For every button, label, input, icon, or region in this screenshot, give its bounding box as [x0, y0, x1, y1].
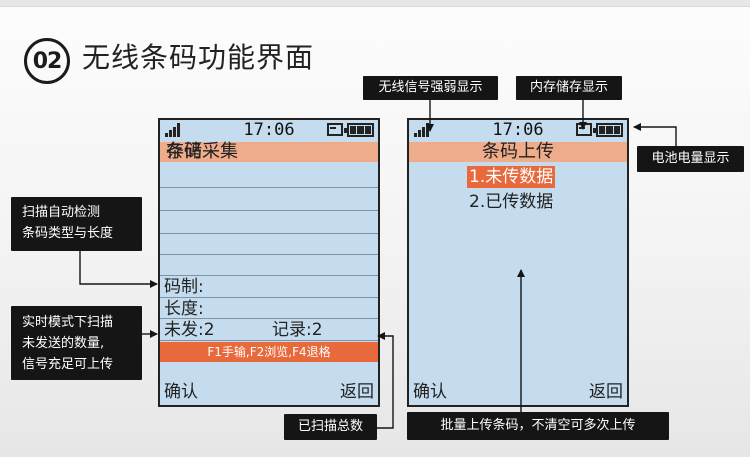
total-scanned-annotation: 已扫描总数 — [284, 414, 377, 440]
record-count: 记录:2 — [272, 320, 323, 340]
battery-annotation: 电池电量显示 — [637, 146, 744, 172]
list-divider — [160, 254, 378, 255]
list-divider — [160, 187, 378, 188]
barcode-upload-screen: 17:06 条码上传 1.未传数据 2.已传数据 确认 返回 — [407, 118, 629, 407]
barcode-length-field: 长度: — [164, 299, 204, 319]
screen-title: 条码采集 — [166, 141, 238, 162]
page-heading: 无线条码功能界面 — [82, 41, 315, 74]
battery-icon — [344, 123, 374, 137]
screen-title-bar: 条码上传 — [409, 142, 627, 162]
clock: 17:06 — [492, 120, 544, 140]
screen-title-mode: 存储 — [166, 141, 202, 162]
list-divider — [160, 275, 378, 276]
auto-detect-arrow — [79, 251, 158, 288]
back-softkey[interactable]: 返回 — [340, 382, 374, 402]
list-divider — [160, 233, 378, 234]
clock: 17:06 — [243, 120, 295, 140]
batch-upload-annotation: 批量上传条码，不清空可多次上传 — [407, 412, 669, 440]
battery-icon — [593, 123, 623, 137]
list-divider — [160, 210, 378, 211]
screen-title-bar: 存储 条码采集 — [160, 142, 378, 162]
back-softkey[interactable]: 返回 — [589, 382, 623, 402]
memory-annotation: 内存储存显示 — [516, 76, 622, 100]
top-strip — [0, 0, 750, 7]
total-arrow — [377, 332, 394, 429]
step-number-badge: 02 — [24, 38, 70, 84]
auto-detect-annotation: 扫描自动检测条码类型与长度 — [11, 197, 142, 251]
signal-annotation: 无线信号强弱显示 — [363, 76, 498, 100]
confirm-softkey[interactable]: 确认 — [413, 382, 447, 402]
menu-item-unsent[interactable]: 1.未传数据 — [467, 166, 556, 188]
status-bar: 17:06 — [160, 120, 378, 140]
menu-item-sent[interactable]: 2.已传数据 — [469, 192, 554, 212]
unsent-count: 未发:2 — [164, 320, 215, 340]
screen-title: 条码上传 — [482, 141, 554, 162]
battery-arrow — [633, 123, 677, 146]
realtime-mode-annotation: 实时模式下扫描未发送的数量,信号充足可上传 — [11, 306, 142, 380]
function-key-hint: F1手输,F2浏览,F4退格 — [160, 342, 378, 362]
list-divider — [160, 297, 378, 298]
confirm-softkey[interactable]: 确认 — [164, 382, 198, 402]
list-divider — [160, 340, 378, 341]
signal-icon — [165, 123, 185, 137]
barcode-collect-screen: 17:06 存储 条码采集 码制: 长度: 未发:2 记录:2 F1手输,F2浏… — [158, 118, 380, 407]
memory-icon — [327, 123, 343, 136]
barcode-type-field: 码制: — [164, 277, 204, 297]
list-divider — [160, 318, 378, 319]
